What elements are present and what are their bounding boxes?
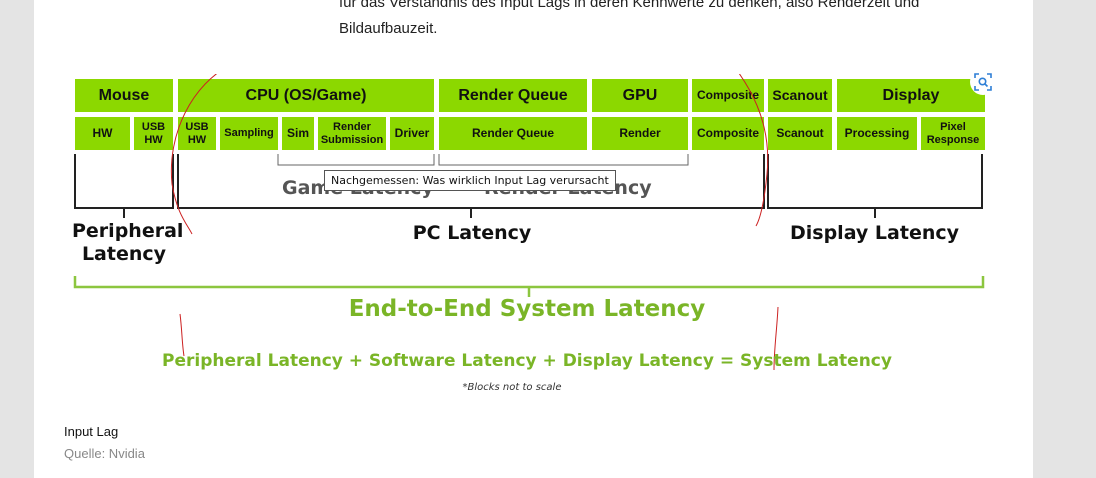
sub-scanout: Scanout	[768, 117, 832, 150]
figure-lines	[73, 74, 985, 371]
sub-composite: Composite	[692, 117, 764, 150]
sub-usb-hw-1: USB HW	[134, 117, 173, 150]
block-gpu: GPU	[592, 79, 688, 112]
sub-pixel-response: Pixel Response	[921, 117, 985, 150]
intro-line-1: für das Verständnis des Input Lags in de…	[339, 0, 920, 11]
intro-paragraph: für das Verständnis des Input Lags in de…	[339, 0, 979, 42]
block-mouse: Mouse	[75, 79, 173, 112]
peripheral-latency-label: Peripheral Latency	[72, 220, 184, 265]
image-tooltip: Nachgemessen: Was wirklich Input Lag ver…	[324, 170, 616, 191]
sub-usb-hw-2: USB HW	[178, 117, 216, 150]
sub-render-queue: Render Queue	[439, 117, 587, 150]
sub-sampling: Sampling	[220, 117, 278, 150]
figure-source: Quelle: Nvidia	[64, 446, 145, 461]
end-to-end-bracket	[73, 276, 985, 289]
display-bracket	[767, 154, 983, 209]
sub-hw: HW	[75, 117, 130, 150]
article-page: für das Verständnis des Input Lags in de…	[34, 0, 1033, 478]
sub-processing: Processing	[837, 117, 917, 150]
block-cpu: CPU (OS/Game)	[178, 79, 434, 112]
input-lag-figure[interactable]: Mouse CPU (OS/Game) Render Queue GPU Com…	[72, 74, 992, 404]
display-latency-label: Display Latency	[789, 222, 959, 244]
sub-sim: Sim	[282, 117, 314, 150]
pc-latency-label: PC Latency	[412, 222, 532, 244]
latency-formula: Peripheral Latency + Software Latency + …	[162, 351, 892, 371]
end-to-end-label: End-to-End System Latency	[348, 296, 706, 322]
scale-note: *Blocks not to scale	[462, 382, 562, 393]
block-display: Display	[837, 79, 985, 112]
peripheral-bracket	[74, 154, 174, 209]
render-latency-bracket	[438, 154, 689, 166]
block-render-queue: Render Queue	[439, 79, 587, 112]
sub-render-submission: Render Submission	[318, 117, 386, 150]
red-annotation-marks	[170, 74, 779, 371]
visual-search-icon[interactable]	[970, 69, 996, 95]
intro-line-2: Bildaufbauzeit.	[339, 20, 438, 37]
sub-driver: Driver	[390, 117, 434, 150]
sub-render: Render	[592, 117, 688, 150]
figure-caption: Input Lag	[64, 424, 119, 439]
block-scanout: Scanout	[768, 79, 832, 112]
game-latency-bracket	[277, 154, 435, 166]
